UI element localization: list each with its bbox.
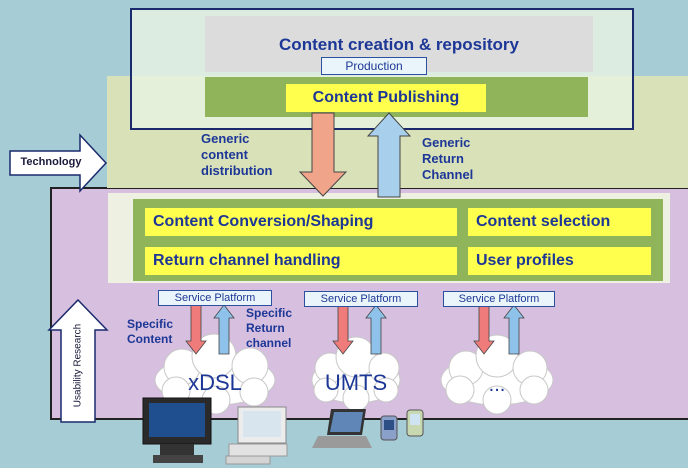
generic-content-line-1: Generic: [201, 131, 250, 146]
content-publishing: Content Publishing: [286, 84, 486, 112]
laptop-icon: [312, 409, 372, 448]
technology-arrow: [9, 133, 108, 193]
user-profiles: User profiles: [468, 247, 651, 275]
specific-content-line-2: Content: [127, 332, 173, 346]
specific-return-label: Specific Return channel: [246, 306, 306, 351]
specific-content-arrow-3: [473, 304, 495, 355]
content-selection: Content selection: [468, 208, 651, 236]
specific-content-arrow-2: [332, 304, 354, 355]
production-label: Production: [321, 57, 427, 75]
specific-return-arrow-2: [365, 304, 387, 355]
service-platform-1: Service Platform: [158, 290, 272, 306]
network-other: ...: [488, 374, 506, 396]
usability-arrow: [47, 298, 109, 423]
specific-return-line-1: Specific: [246, 306, 293, 320]
service-platform-3: Service Platform: [443, 291, 555, 307]
cloud-umts: [311, 336, 401, 412]
network-umts: UMTS: [324, 370, 388, 395]
generic-return-line-2: Return: [422, 151, 464, 166]
generic-return-line-3: Channel: [422, 167, 474, 182]
technology-label: Technology: [20, 156, 82, 168]
generic-content-line-3: distribution: [201, 163, 273, 178]
specific-return-arrow-1: [213, 304, 235, 355]
specific-content-label: Specific Content: [127, 317, 187, 347]
specific-return-line-3: channel: [246, 336, 292, 350]
specific-content-arrow-1: [185, 304, 207, 355]
media-center-pc-icon: [142, 397, 212, 463]
network-xdsl: xDSL: [188, 370, 242, 395]
return-channel-handling: Return channel handling: [145, 247, 457, 275]
specific-content-line-1: Specific: [127, 317, 174, 331]
mobile-devices-icon: [380, 409, 424, 441]
generic-content-line-2: content: [201, 147, 248, 162]
usability-label: Usability Research: [72, 323, 84, 408]
content-conversion: Content Conversion/Shaping: [145, 208, 457, 236]
generic-content-label: Generic content distribution: [201, 131, 321, 179]
specific-return-arrow-3: [503, 304, 525, 355]
generic-return-line-1: Generic: [422, 135, 471, 150]
service-platform-2: Service Platform: [304, 291, 418, 307]
generic-return-label: Generic Return Channel: [422, 135, 502, 183]
specific-return-line-2: Return: [246, 321, 285, 335]
generic-return-arrow: [366, 112, 412, 198]
repository-title: Content creation & repository: [279, 35, 519, 54]
desktop-pc-icon: [225, 406, 288, 465]
generic-content-arrow: [298, 112, 348, 197]
